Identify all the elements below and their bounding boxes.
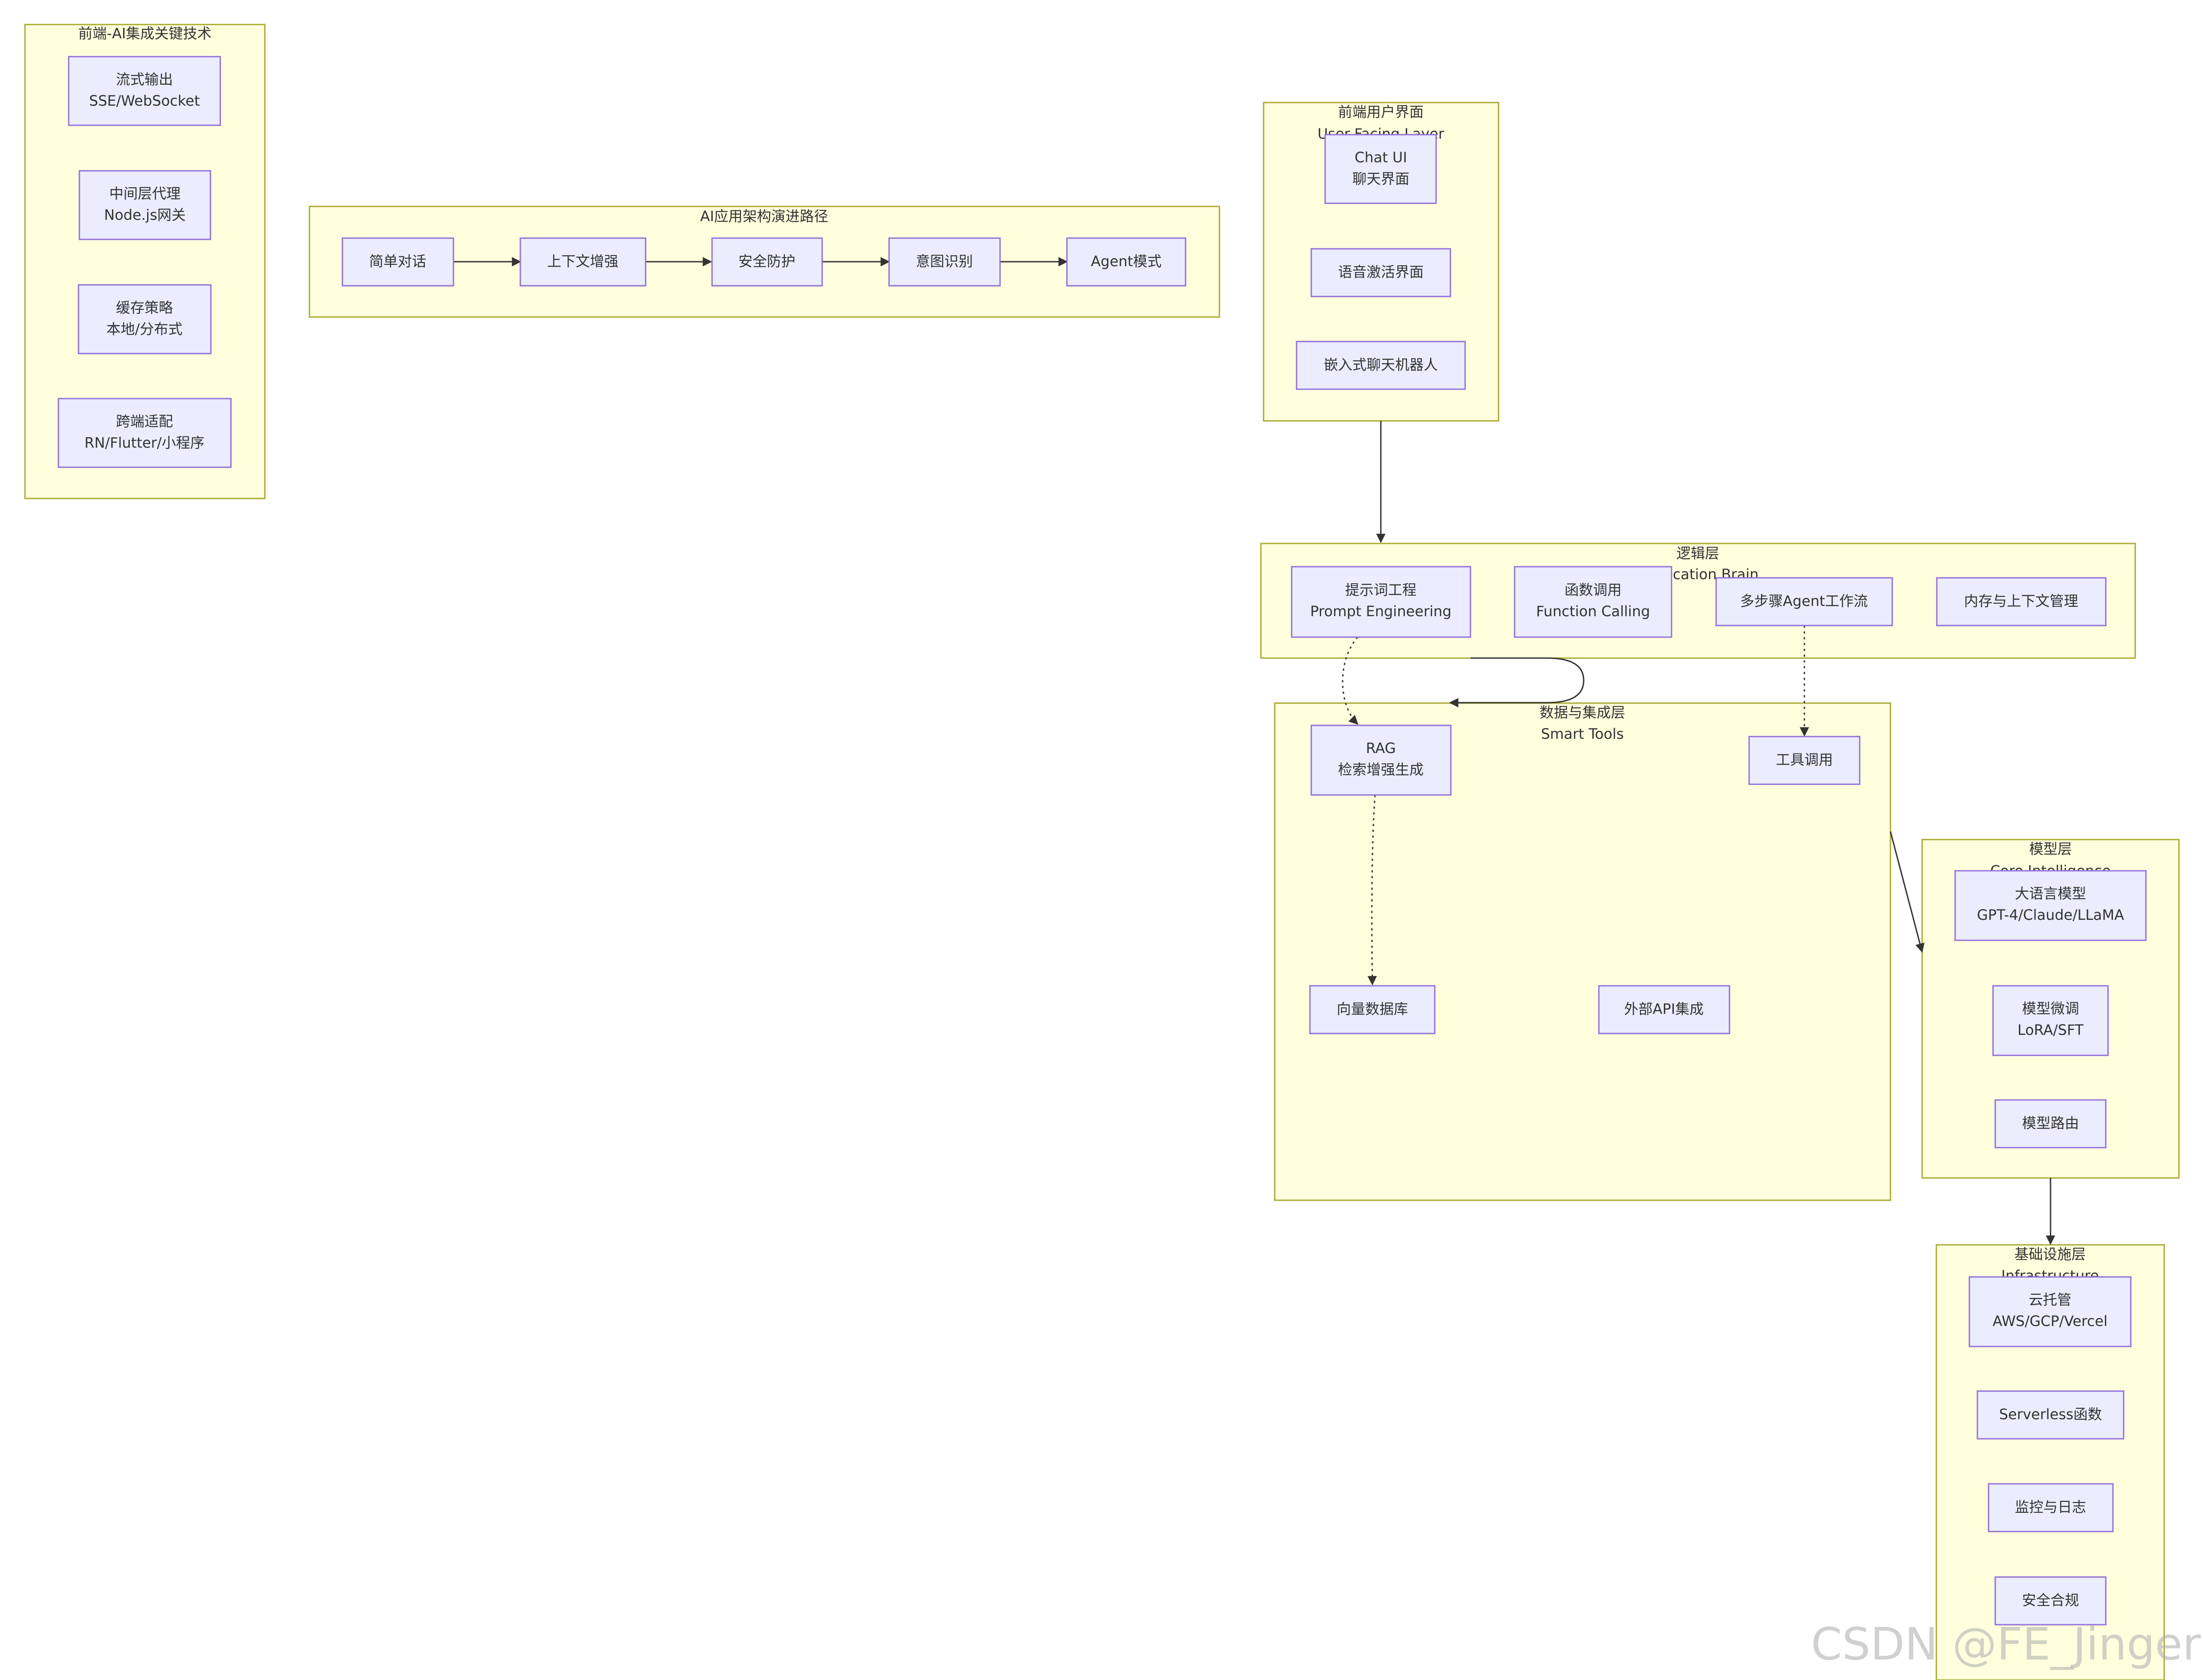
group-data-subtitle: Smart Tools bbox=[1541, 725, 1624, 742]
node-embed-label: 嵌入式聊天机器人 bbox=[1324, 356, 1438, 373]
node-finetune: 模型微调 LoRA/SFT bbox=[1992, 985, 2109, 1056]
node-llm-sublabel: GPT-4/Claude/LLaMA bbox=[1977, 906, 2124, 923]
node-router: 模型路由 bbox=[1994, 1099, 2107, 1149]
node-prompt-sublabel: Prompt Engineering bbox=[1310, 603, 1452, 620]
node-cache-sublabel: 本地/分布式 bbox=[107, 321, 183, 338]
node-security-label: 安全合规 bbox=[2022, 1592, 2079, 1609]
node-chatui-label: Chat UI bbox=[1355, 149, 1407, 166]
edge-data-model bbox=[1890, 831, 1925, 953]
group-data-title: 数据与集成层 bbox=[1540, 704, 1625, 721]
node-evo3-label: 安全防护 bbox=[738, 253, 795, 270]
node-evo1-label: 简单对话 bbox=[369, 253, 426, 270]
node-vecdb-label: 向量数据库 bbox=[1337, 1001, 1408, 1017]
node-router-label: 模型路由 bbox=[2022, 1115, 2079, 1132]
node-extapi: 外部API集成 bbox=[1598, 985, 1730, 1034]
node-stream-label: 流式输出 bbox=[116, 71, 173, 88]
node-vecdb: 向量数据库 bbox=[1309, 985, 1436, 1034]
node-evo4: 意图识别 bbox=[888, 237, 1001, 287]
node-finetune-label: 模型微调 bbox=[2022, 1000, 2079, 1017]
group-logic-title: 逻辑层 bbox=[1676, 545, 1719, 562]
node-cache: 缓存策略 本地/分布式 bbox=[78, 284, 212, 354]
node-voice-label: 语音激活界面 bbox=[1338, 264, 1424, 280]
watermark-text: CSDN @FE_Jinger bbox=[1811, 1618, 2201, 1670]
node-func: 函数调用 Function Calling bbox=[1514, 566, 1672, 638]
node-finetune-sublabel: LoRA/SFT bbox=[2018, 1021, 2084, 1038]
node-llm: 大语言模型 GPT-4/Claude/LLaMA bbox=[1954, 870, 2147, 941]
group-keytech-title: 前端-AI集成关键技术 bbox=[78, 25, 212, 42]
node-serverless-label: Serverless函数 bbox=[1999, 1406, 2102, 1423]
node-monitor: 监控与日志 bbox=[1988, 1483, 2114, 1532]
node-evo5: Agent模式 bbox=[1066, 237, 1186, 287]
node-evo4-label: 意图识别 bbox=[916, 253, 973, 270]
node-proxy-label: 中间层代理 bbox=[109, 185, 181, 202]
edges bbox=[453, 257, 2055, 1245]
node-tool-label: 工具调用 bbox=[1776, 751, 1833, 768]
node-evo3: 安全防护 bbox=[711, 237, 823, 287]
node-memory: 内存与上下文管理 bbox=[1936, 577, 2107, 626]
node-agentflow-label: 多步骤Agent工作流 bbox=[1740, 593, 1868, 609]
node-evo5-label: Agent模式 bbox=[1091, 253, 1162, 270]
node-stream: 流式输出 SSE/WebSocket bbox=[68, 56, 221, 126]
group-frontend-title: 前端用户界面 bbox=[1338, 103, 1424, 120]
node-prompt: 提示词工程 Prompt Engineering bbox=[1291, 566, 1471, 638]
node-chatui-sublabel: 聊天界面 bbox=[1352, 170, 1409, 187]
node-llm-label: 大语言模型 bbox=[2015, 885, 2086, 902]
node-prompt-label: 提示词工程 bbox=[1345, 581, 1417, 598]
node-voice: 语音激活界面 bbox=[1310, 248, 1451, 297]
node-cache-label: 缓存策略 bbox=[116, 299, 173, 316]
edge-logic-data bbox=[1449, 657, 1585, 708]
node-proxy-sublabel: Node.js网关 bbox=[104, 206, 185, 223]
node-stream-sublabel: SSE/WebSocket bbox=[89, 92, 200, 109]
group-evolution-title: AI应用架构演进路径 bbox=[700, 208, 828, 225]
node-cloud: 云托管 AWS/GCP/Vercel bbox=[1968, 1276, 2132, 1347]
node-proxy: 中间层代理 Node.js网关 bbox=[78, 170, 211, 240]
node-memory-label: 内存与上下文管理 bbox=[1964, 593, 2078, 609]
node-evo2-label: 上下文增强 bbox=[547, 253, 618, 270]
node-rag-sublabel: 检索增强生成 bbox=[1338, 761, 1424, 778]
node-agentflow: 多步骤Agent工作流 bbox=[1715, 577, 1893, 626]
node-evo2: 上下文增强 bbox=[519, 237, 646, 287]
node-tool: 工具调用 bbox=[1748, 736, 1861, 785]
node-func-sublabel: Function Calling bbox=[1536, 603, 1650, 620]
node-embed: 嵌入式聊天机器人 bbox=[1296, 341, 1466, 390]
node-cross-label: 跨端适配 bbox=[116, 413, 173, 430]
node-extapi-label: 外部API集成 bbox=[1624, 1001, 1704, 1017]
node-chatui: Chat UI 聊天界面 bbox=[1324, 134, 1437, 204]
node-cross: 跨端适配 RN/Flutter/小程序 bbox=[58, 398, 232, 468]
group-model-title: 模型层 bbox=[2029, 840, 2072, 857]
node-func-label: 函数调用 bbox=[1565, 581, 1622, 598]
node-rag: RAG 检索增强生成 bbox=[1310, 725, 1452, 796]
node-cloud-label: 云托管 bbox=[2029, 1291, 2071, 1308]
node-cross-sublabel: RN/Flutter/小程序 bbox=[84, 434, 204, 451]
node-evo1: 简单对话 bbox=[342, 237, 454, 287]
group-infra-title: 基础设施层 bbox=[2014, 1246, 2086, 1263]
node-security: 安全合规 bbox=[1994, 1576, 2107, 1626]
edge-prompt-rag bbox=[1342, 637, 1359, 725]
node-cloud-sublabel: AWS/GCP/Vercel bbox=[1993, 1313, 2108, 1330]
node-monitor-label: 监控与日志 bbox=[2015, 1499, 2086, 1515]
node-rag-label: RAG bbox=[1366, 740, 1396, 757]
node-serverless: Serverless函数 bbox=[1977, 1390, 2125, 1440]
